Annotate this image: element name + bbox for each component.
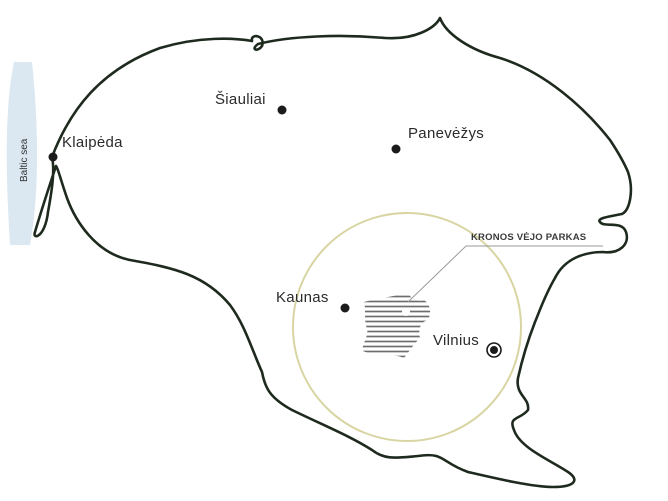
city-label: Šiauliai [215,91,266,108]
park-center-marker [402,308,410,316]
park-radius-circle [292,212,522,442]
kronos-park-area [362,293,431,358]
city-label: Klaipėda [62,134,123,151]
city-marker-klaipeda: Klaipėda [48,134,123,162]
city-marker-kaunas: Kaunas [276,289,350,313]
city-label: Kaunas [276,289,329,306]
baltic-sea-label: Baltic sea [19,138,30,182]
lithuania-border [33,16,633,489]
city-marker-siauliai: Šiauliai [215,91,287,115]
park-callout-line [407,245,603,303]
city-marker-vilnius: Vilnius [433,332,502,358]
city-dot [391,144,401,154]
city-dot [277,105,287,115]
city-dot [490,346,498,354]
city-label: Vilnius [433,332,479,349]
city-label: Panevėžys [408,125,484,142]
city-marker-panevezys: Panevėžys [391,125,484,154]
city-dot [340,303,350,313]
city-dot [48,152,58,162]
baltic-sea-area [6,62,38,245]
park-label: KRONOS VĖJO PARKAS [471,232,586,243]
